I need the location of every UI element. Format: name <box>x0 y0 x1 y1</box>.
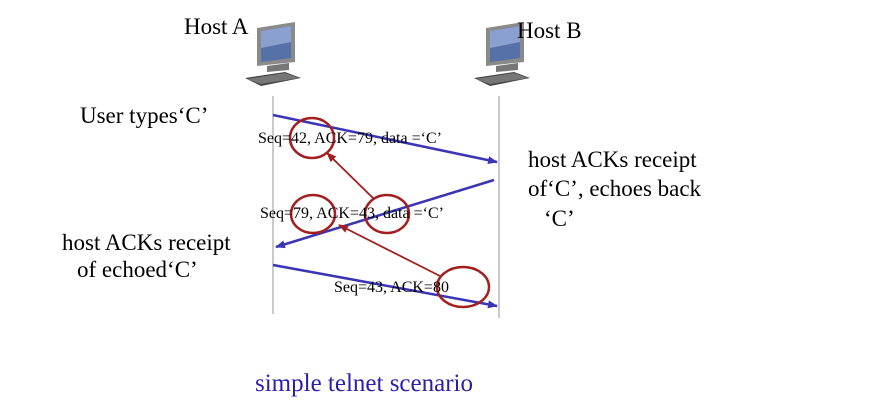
highlight-circle-seq79 <box>289 193 337 235</box>
message-arrow-2 <box>275 178 495 249</box>
host-a-computer-icon <box>245 22 301 86</box>
host-a-label: Host A <box>184 14 249 39</box>
host-b-computer-icon <box>474 22 530 86</box>
highlight-circle-ack43 <box>363 193 411 235</box>
user-types-annotation: User types‘C’ <box>80 103 209 128</box>
diagram-caption: simple telnet scenario <box>255 370 473 397</box>
host-a-ack-line-2: of echoed‘C’ <box>77 257 198 282</box>
highlight-circle-ack80 <box>435 265 491 309</box>
relation-arrow-ack80-to-seq79 <box>338 224 441 277</box>
host-a-ack-line-1: host ACKs receipt <box>62 230 231 255</box>
host-b-label: Host B <box>517 18 582 43</box>
message-label-1: Seq=42, ACK=79, data =‘C’ <box>258 130 442 147</box>
message-label-3: Seq=43, ACK=80 <box>334 279 449 296</box>
message-arrow-3 <box>272 263 498 309</box>
host-b-ack-line-1: host ACKs receipt <box>528 147 697 172</box>
message-arrow-1 <box>272 113 498 165</box>
relation-arrow-ack43-to-seq42 <box>326 152 375 200</box>
host-b-ack-line-3: ‘C’ <box>544 206 575 231</box>
host-b-ack-line-2: of‘C’, echoes back <box>528 176 702 201</box>
message-label-2: Seq=79, ACK=43, data =‘C’ <box>260 205 444 222</box>
highlight-circle-seq42 <box>288 116 336 160</box>
